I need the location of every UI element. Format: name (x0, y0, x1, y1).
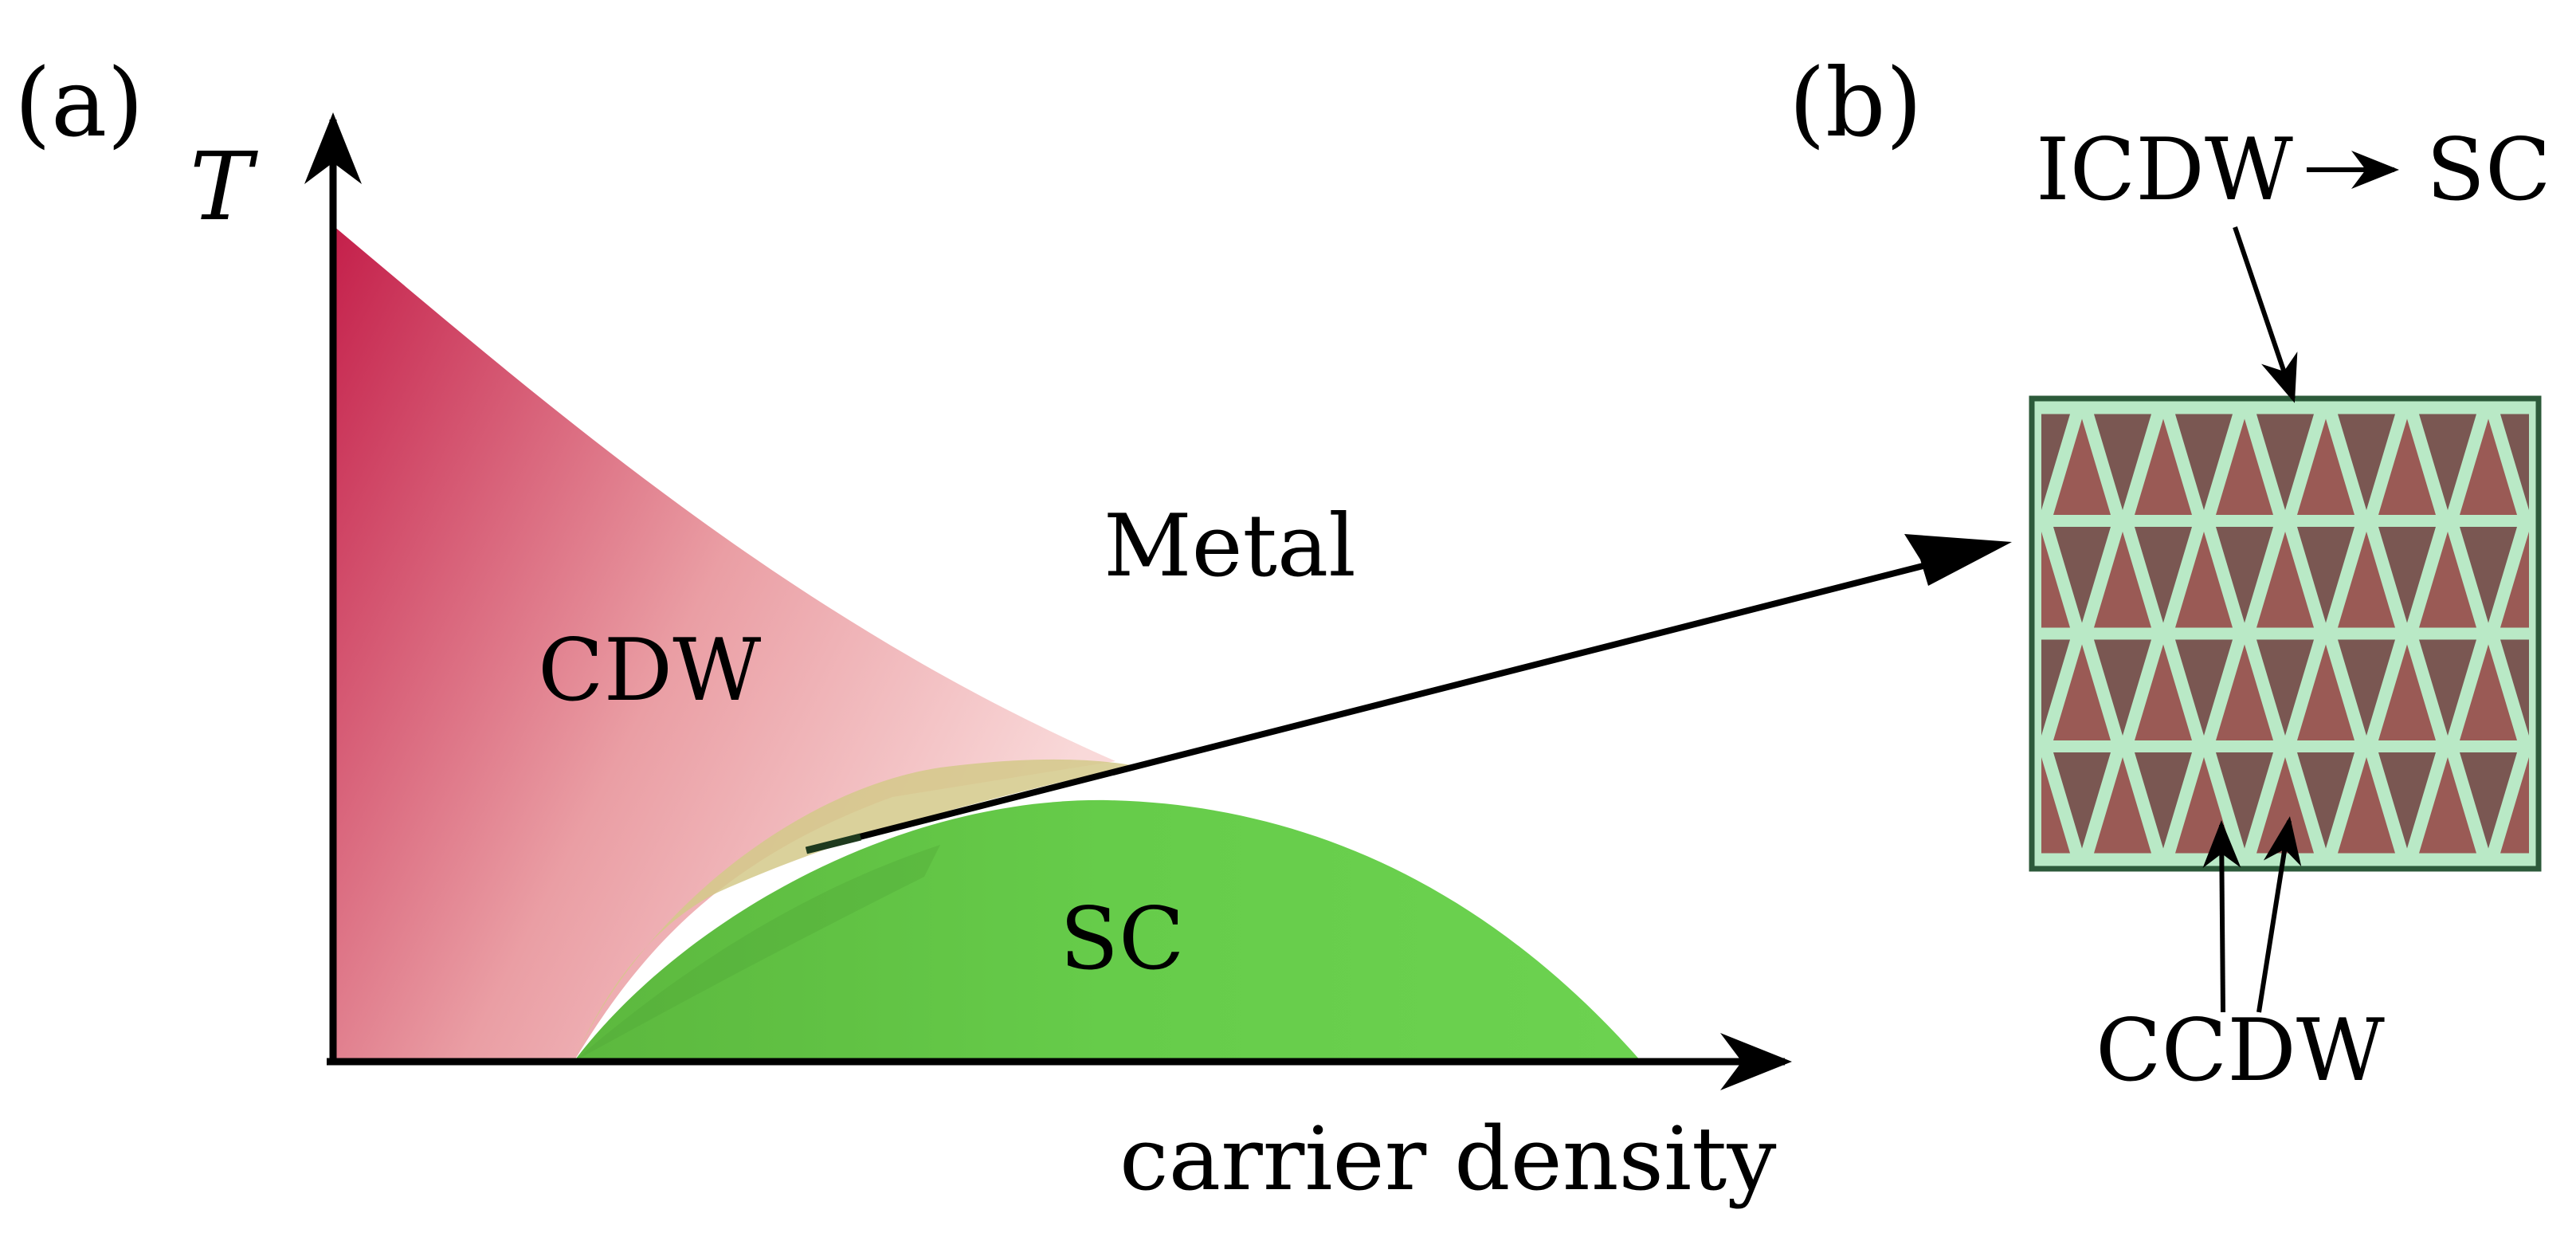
icdw-label: ICDW (2036, 120, 2293, 220)
cdw-label: CDW (538, 621, 761, 721)
lattice-triangle-down (2216, 752, 2273, 849)
lattice-triangle-up (2500, 757, 2529, 854)
lattice-triangle-up (2094, 532, 2151, 628)
lattice-triangle-up (2041, 532, 2070, 628)
lattice-triangle-up (2338, 757, 2395, 854)
overlap-region (574, 759, 1131, 1062)
lattice-triangle-down (2378, 527, 2436, 623)
lattice-triangle-down (2256, 414, 2314, 510)
lattice-triangle-up (2378, 644, 2436, 740)
lattice-triangle-down (2216, 527, 2273, 623)
lattice-triangle-up (2135, 418, 2192, 515)
lattice-triangle-down (2175, 639, 2233, 736)
y-axis-label: T (190, 132, 258, 241)
zoom-arrowhead (1904, 534, 2012, 586)
sc-dome (574, 799, 1641, 1062)
lattice-triangle-down (2094, 639, 2151, 736)
lattice-triangle-up (2053, 644, 2111, 740)
lattice-triangle-down (2338, 414, 2395, 510)
lattice-triangle-up (2419, 532, 2476, 628)
lattice-triangle-down (2041, 639, 2070, 736)
lattice-triangle-up (2175, 532, 2233, 628)
lattice-triangle-down (2460, 752, 2517, 849)
panel-a-label: (a) (14, 48, 143, 158)
lattice-triangle-down (2297, 752, 2354, 849)
lattice-triangle-down (2094, 414, 2151, 510)
zoom-arrow-start (805, 833, 862, 854)
lattice-triangle-down (2419, 414, 2476, 510)
lattice-triangle-up (2297, 418, 2354, 515)
sc-dome-shade (574, 845, 940, 1062)
lattice-triangle-down (2053, 527, 2111, 623)
lattice-triangle-up (2041, 757, 2070, 854)
lattice-triangle-up (2460, 418, 2517, 515)
lattice-triangle-up (2256, 532, 2314, 628)
lattice-triangle-down (2041, 414, 2070, 510)
zoom-arrow (806, 545, 1993, 854)
icdw-pointer (2233, 226, 2298, 403)
lattice-triangle-down (2135, 752, 2192, 849)
ccdw-label: CCDW (2096, 1001, 2385, 1101)
lattice-triangle-up (2135, 644, 2192, 740)
lattice-triangle-up (2216, 644, 2273, 740)
sc-inset-label: SC (2426, 120, 2551, 220)
lattice-triangle-down (2053, 752, 2111, 849)
lattice-triangle-down (2175, 414, 2233, 510)
lattice-triangle-up (2419, 757, 2476, 854)
metal-label: Metal (1104, 497, 1356, 596)
lattice-triangle-up (2297, 644, 2354, 740)
lattice-triangle-down (2135, 527, 2192, 623)
lattice-triangle-down (2297, 527, 2354, 623)
panel-b-label: (b) (1789, 48, 1923, 158)
lattice-triangle-up (2338, 532, 2395, 628)
panel-a: (a) T carrier density CDW Metal SC (14, 48, 2012, 1210)
lattice-triangle-down (2460, 527, 2517, 623)
lattice-triangle-down (2500, 639, 2529, 736)
lattice-triangle-up (2500, 532, 2529, 628)
ccdw-pointer-2 (2256, 816, 2302, 1013)
triangle-lattice (2041, 414, 2529, 854)
lattice-triangle-up (2460, 644, 2517, 740)
lattice-triangle-up (2094, 757, 2151, 854)
lattice-triangle-down (2500, 414, 2529, 510)
sc-label: SC (1060, 889, 1185, 989)
lattice-triangle-up (2053, 418, 2111, 515)
lattice-triangle-up (2378, 418, 2436, 515)
lattice-triangle-up (2216, 418, 2273, 515)
ccdw-pointer-1 (2202, 820, 2241, 1013)
lattice-triangle-down (2419, 639, 2476, 736)
cdw-region (333, 226, 1115, 1062)
panel-b: (b) ICDW SC CCDW (1789, 48, 2551, 1101)
lattice-triangle-down (2256, 639, 2314, 736)
lattice-triangle-down (2378, 752, 2436, 849)
x-axis-label: carrier density (1119, 1108, 1777, 1210)
lattice-triangle-down (2338, 639, 2395, 736)
